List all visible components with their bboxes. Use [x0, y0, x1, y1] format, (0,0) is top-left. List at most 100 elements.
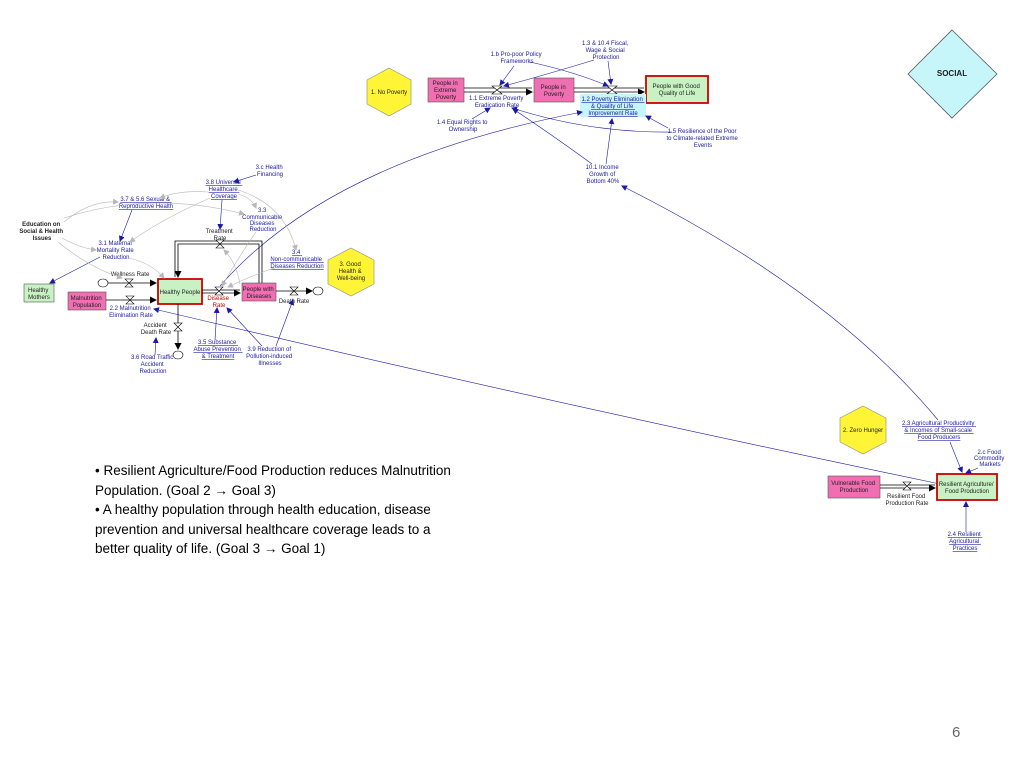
aux-agri-productivity: 2.3 Agricultural Productivity & Incomes …	[902, 421, 976, 441]
rate-accident-death: Accident Death Rate	[141, 323, 172, 336]
valve-elimination	[606, 85, 618, 95]
link-income-to-elimination	[605, 118, 615, 165]
stock-people-extreme-poverty-label: People in Extreme Poverty	[433, 81, 460, 101]
aux-resilience-poor: 1.5 Resilience of the Poor to Climate-re…	[666, 129, 739, 149]
valve-death	[289, 286, 299, 296]
link-pollution-to-disease	[226, 307, 263, 347]
link-goal2-to-income	[621, 185, 939, 421]
valve-disease	[214, 286, 224, 296]
aux-road-traffic: 3.6 Road Traffic Accident Reduction	[131, 355, 175, 375]
glink-uhc-to-maternal	[129, 197, 211, 243]
stock-healthy-people-label: Healthy People	[160, 290, 201, 296]
aux-health-financing: 3.c Health Financing	[256, 165, 285, 178]
aux-income-growth: 10.1 Income Growth of Bottom 40%	[586, 165, 621, 185]
rate-poverty-elimination: 1.2 Poverty Elimination & Quality of Lif…	[581, 97, 644, 117]
flow-treatment	[174, 243, 260, 283]
aux-communicable-diseases: 3.3 Communicable Diseases Reduction	[242, 208, 284, 233]
goal2-hexagon	[839, 405, 887, 455]
valve-malnutrition	[125, 295, 135, 305]
aux-pollution: 3.9 Reduction of Pollution-induced Illne…	[246, 347, 294, 367]
link-pro-poor-to-elimination	[529, 61, 609, 87]
social-diamond	[907, 29, 998, 119]
aux-non-communicable: 3.4 Non-communicable Diseases Reduction	[270, 250, 323, 270]
aux-universal-healthcare: 3.8 Universal Healthcare Coverage	[206, 180, 243, 200]
glink-uhc-to-noncommunicable	[237, 189, 298, 251]
rate-extreme-poverty-eradication: 1.1 Extreme Poverty Eradication Rate	[469, 96, 525, 109]
stock-people-extreme-poverty	[427, 77, 465, 103]
stock-vulnerable-food	[827, 475, 881, 499]
stock-healthy-mothers	[23, 283, 55, 303]
valve-eradication	[491, 85, 503, 95]
link-productivity-to-resilient	[949, 441, 963, 473]
stock-vulnerable-food-label: Vulnerable Food Production	[831, 481, 876, 494]
valve-resilient-food	[902, 481, 912, 491]
stock-people-good-quality-life-label: People with Good Quality of Life	[652, 84, 701, 97]
link-reproductive-to-maternal	[119, 209, 133, 242]
valve-treatment	[215, 239, 225, 249]
stock-people-in-poverty	[533, 77, 575, 103]
cloud-accident-sink	[172, 350, 184, 360]
aux-resilient-practices: 2.4 Resilient Agricultural Practices	[948, 532, 983, 552]
link-fiscal-to-elimination	[607, 60, 614, 85]
link-pollution-to-noncommunicable	[275, 299, 295, 347]
aux-fiscal-wage: 1.3 & 10.4 Fiscal, Wage & Social Protect…	[582, 41, 630, 61]
valve-wellness	[124, 278, 134, 288]
rate-disease: Disease Rate	[207, 296, 230, 309]
aux-substance-abuse: 3.5 Substance Abuse Prevention & Treatme…	[193, 340, 242, 360]
aux-reproductive-health: 3.7 & 5.6 Sexual & Reproductive Health	[119, 197, 173, 210]
stock-malnutrition-population	[67, 291, 107, 311]
bullet-item-2: • A healthy population through health ed…	[95, 502, 431, 556]
rate-poverty-elimination-box	[580, 94, 646, 117]
valve-accident	[173, 322, 183, 332]
link-uhc-to-treatment	[217, 199, 224, 230]
glink-people-diseases-to-treatment	[223, 249, 241, 285]
rate-resilient-food: Resilient Food Production Rate	[885, 494, 929, 507]
page-number: 6	[952, 724, 961, 741]
link-road-to-accident	[152, 337, 159, 356]
glink-maternal-to-healthy	[127, 257, 165, 279]
cloud-wellness-source	[97, 278, 109, 288]
link-substance-to-disease	[213, 307, 220, 341]
glink-uhc-to-reproductive	[159, 191, 209, 199]
glink-uhc-to-communicable	[237, 193, 257, 209]
aux-wellness-rate: Wellness Rate	[111, 272, 150, 278]
stock-healthy-people	[157, 278, 203, 305]
stock-resilient-agriculture-label: Resilient Agriculture/ Food Production	[939, 482, 995, 495]
link-maternal-to-mothers	[49, 256, 101, 284]
rate-death: Death Rate	[279, 299, 310, 305]
glink-noncommunicable-to-disease	[227, 265, 281, 288]
goal3-hex-label: 3. Good Health & Well-being	[337, 262, 365, 282]
aux-treatment-rate: Treatment Rate	[206, 229, 235, 242]
goal1-hexagon	[366, 67, 412, 117]
cloud-death-sink	[312, 286, 324, 296]
link-equal-rights	[471, 107, 491, 120]
aux-pro-poor-policy: 1.b Pro-poor Policy Frameworks	[491, 52, 544, 65]
social-label: SOCIAL	[937, 69, 967, 78]
link-income-to-eradication	[512, 108, 593, 165]
stock-healthy-mothers-label: Healthy Mothers	[28, 288, 50, 301]
link-goal2-to-goal3	[153, 307, 941, 485]
rate-malnutrition-elimination: 2.2 Malnutrition Elimination Rate	[109, 306, 153, 319]
glink-communicable-to-disease	[221, 231, 257, 287]
link-financing-to-uhc	[233, 174, 257, 184]
bullet-list: • Resilient Agriculture/Food Production …	[95, 461, 455, 559]
glink-education-to-communicable	[63, 202, 245, 219]
goal2-hex-label: 2. Zero Hunger	[843, 428, 883, 434]
stock-people-with-diseases-label: People with Diseases	[243, 287, 276, 300]
stock-people-good-quality-life	[645, 75, 709, 104]
stock-resilient-agriculture	[936, 473, 998, 501]
aux-equal-rights: 1.4 Equal Rights to Ownership	[437, 120, 489, 133]
aux-education: Education on Social & Health Issues	[19, 222, 64, 242]
glink-education-to-wellness	[57, 241, 123, 280]
stock-people-in-poverty-label: People in Poverty	[541, 85, 568, 98]
link-pro-poor-to-eradication	[499, 65, 515, 86]
link-fiscal-to-eradication	[503, 59, 595, 88]
link-resilience-to-elimination	[645, 115, 669, 129]
aux-maternal-mortality: 3.1 Maternal Mortality Rate Reduction	[97, 241, 136, 261]
goal3-hexagon	[327, 247, 375, 297]
link-goal3-to-goal1	[219, 109, 583, 287]
stock-malnutrition-population-label: Malnutrition Population	[71, 296, 104, 309]
link-commodity-to-resilient	[965, 467, 979, 474]
aux-commodity-markets: 2.c Food Commodity Markets	[974, 450, 1006, 468]
